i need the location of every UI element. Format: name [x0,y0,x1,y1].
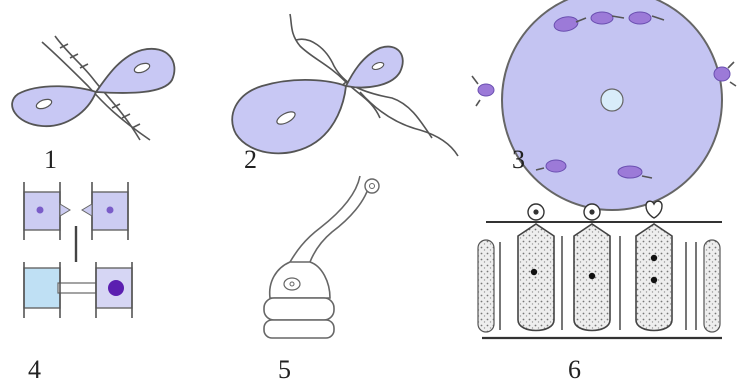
panel-3-nucleus [601,89,623,111]
panel-6-attached-cell-nucleus [533,209,538,214]
panel-1-lobe-left [12,86,96,126]
panel-6-attached-cell [646,201,662,218]
panel-4-zygote [108,280,124,296]
panel-5-elongated-cell: 5 [264,176,379,381]
panel-6-cell-3-nucleus-b [651,277,657,283]
panel-5-label: 5 [278,355,291,381]
panel-4-label: 4 [28,355,41,381]
panel-4-conjugation-tube [58,283,96,293]
panel-3-attached-cell [629,12,651,24]
panel-5-nucleus [284,278,300,290]
panel-2-filament-d [360,92,458,156]
panel-6-label: 6 [568,355,581,381]
panel-6-cell-2-nucleus [589,273,595,279]
panel-4-bottom-left-cell [24,268,60,308]
panel-5-stalk-inner [310,182,370,262]
panel-6-cell-3-nucleus-a [651,255,657,261]
panel-6-cell-1-nucleus [531,269,537,275]
panel-4-top-right-process [82,204,92,216]
panel-5-stalk [290,176,360,262]
panel-6-side-cell-right [704,240,720,332]
panel-4-top-left-nucleus [37,207,44,214]
panel-6-cell-1 [518,224,554,331]
panel-4-top-left-process [60,204,70,216]
panel-2-conjugating-cells: 2 [232,14,458,174]
panel-1-conjugating-cells: 1 [12,36,174,174]
panel-4-cell-fusion: 4 [24,182,132,381]
panel-5-tip [365,179,379,193]
panel-3-attached-cell [546,160,566,172]
panel-5-upper-cell [270,262,330,298]
panel-5-base-cell [264,320,334,338]
panel-6-filament-cells: 6 [478,201,722,381]
panel-2-label: 2 [244,145,257,174]
panel-3-label: 3 [512,145,525,174]
panel-3-attached-cell [478,84,494,96]
panel-3-large-cell: 3 [472,0,736,210]
panel-6-attached-cell-nucleus [589,209,594,214]
panel-6-side-cell-left [478,240,494,332]
panel-3-attached-cell [714,67,730,81]
panel-5-lower-cell [264,298,334,320]
panel-3-attached-cell [591,12,613,24]
panel-1-label: 1 [44,145,57,174]
panel-4-top-right-nucleus [107,207,114,214]
panel-3-attached-cell [618,166,642,178]
